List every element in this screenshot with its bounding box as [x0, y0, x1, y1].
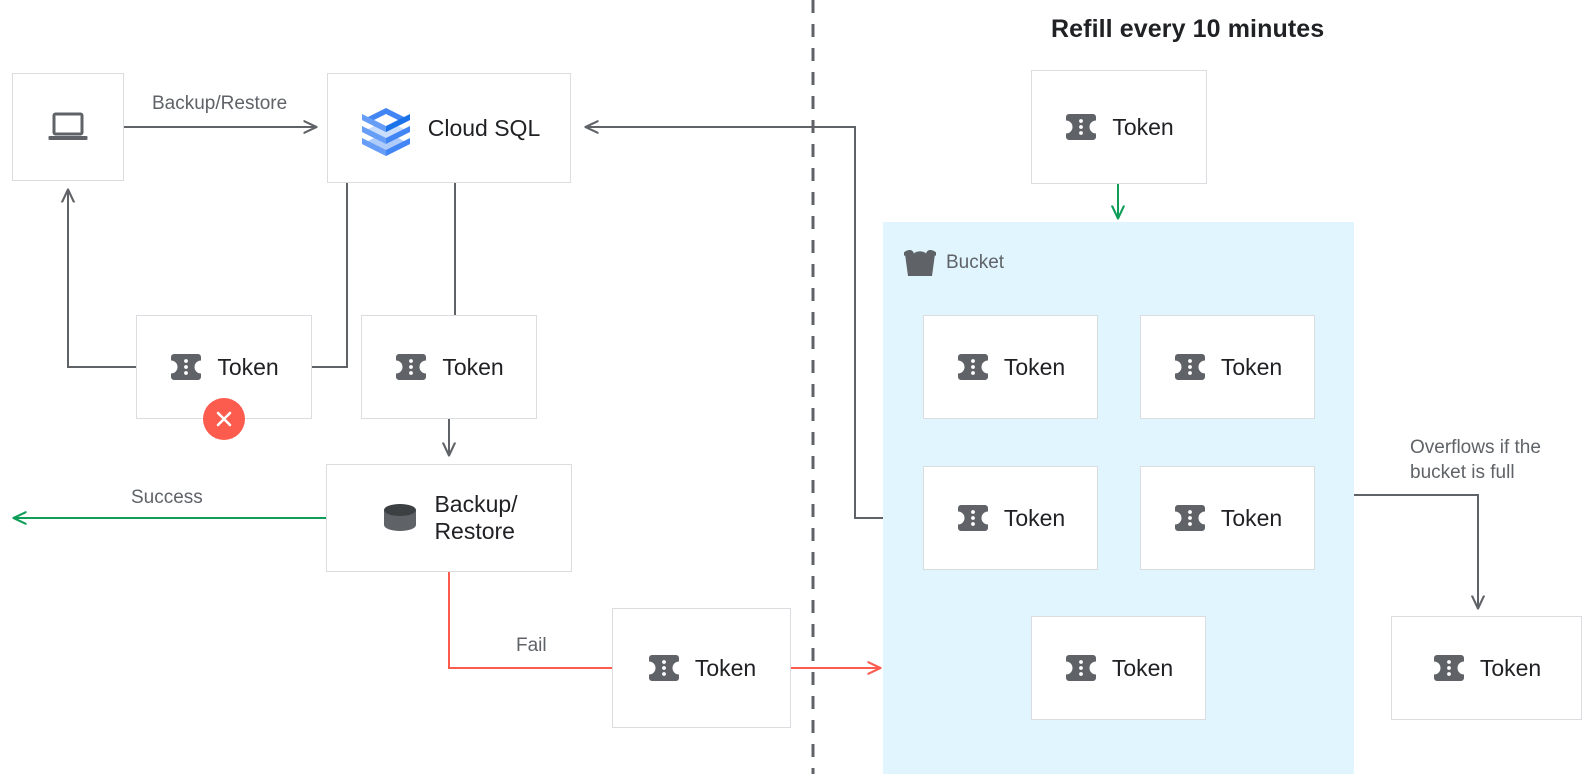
token-label: Token — [442, 353, 504, 380]
edge-bucket-to-cloudsql — [586, 127, 883, 519]
token-icon — [1064, 114, 1098, 140]
token-refill-node[interactable]: Token — [1031, 70, 1207, 184]
token-icon — [394, 354, 428, 380]
cloud-sql-label: Cloud SQL — [427, 114, 541, 141]
backup-restore-node[interactable]: Backup/ Restore — [326, 464, 572, 572]
page-heading: Refill every 10 minutes — [1051, 15, 1325, 43]
bucket-token-1[interactable]: Token — [923, 315, 1098, 419]
bucket-token-2[interactable]: Token — [1140, 315, 1315, 419]
token-label: Token — [1220, 504, 1283, 531]
token-fail-out-node[interactable]: Token — [612, 608, 791, 728]
edge-label-overflow: Overflows if the bucket is full — [1410, 437, 1541, 484]
bucket-token-4[interactable]: Token — [1140, 466, 1315, 570]
token-icon — [1432, 655, 1466, 681]
token-label: Token — [1220, 353, 1283, 380]
edge-label-fail: Fail — [516, 635, 547, 656]
token-label: Token — [1479, 654, 1542, 681]
laptop-icon — [47, 110, 89, 144]
bucket-token-5[interactable]: Token — [1031, 616, 1206, 720]
bucket-title: Bucket — [903, 248, 1004, 278]
token-failed-node[interactable]: Token — [136, 315, 312, 419]
bucket-token-3[interactable]: Token — [923, 466, 1098, 570]
token-icon — [1064, 655, 1098, 681]
token-label: Token — [1003, 504, 1066, 531]
edge-label-backup-restore: Backup/Restore — [152, 93, 288, 114]
edge-bucket-overflow — [1354, 494, 1478, 608]
token-label: Token — [1003, 353, 1066, 380]
edge-cloudsql-to-token-failed — [312, 182, 348, 368]
cloud-sql-icon — [358, 98, 414, 158]
token-label: Token — [217, 353, 279, 380]
client-node[interactable] — [12, 73, 124, 181]
token-icon — [1173, 505, 1207, 531]
cloud-sql-node[interactable]: Cloud SQL — [327, 73, 571, 183]
token-icon — [169, 354, 203, 380]
token-label: Token — [694, 654, 757, 681]
token-icon — [1173, 354, 1207, 380]
edge-label-success: Success — [131, 487, 203, 508]
error-x-icon — [203, 398, 245, 440]
token-icon — [956, 505, 990, 531]
token-overflow-node[interactable]: Token — [1391, 616, 1582, 720]
backup-restore-label: Backup/ Restore — [434, 491, 518, 544]
token-request-node[interactable]: Token — [361, 315, 537, 419]
database-icon — [380, 501, 420, 535]
token-label: Token — [1111, 654, 1174, 681]
bucket-icon — [903, 248, 937, 278]
edge-token-failed-to-client — [68, 190, 136, 368]
token-label: Token — [1112, 113, 1174, 140]
token-icon — [956, 354, 990, 380]
token-icon — [647, 655, 681, 681]
bucket-title-label: Bucket — [946, 252, 1005, 273]
